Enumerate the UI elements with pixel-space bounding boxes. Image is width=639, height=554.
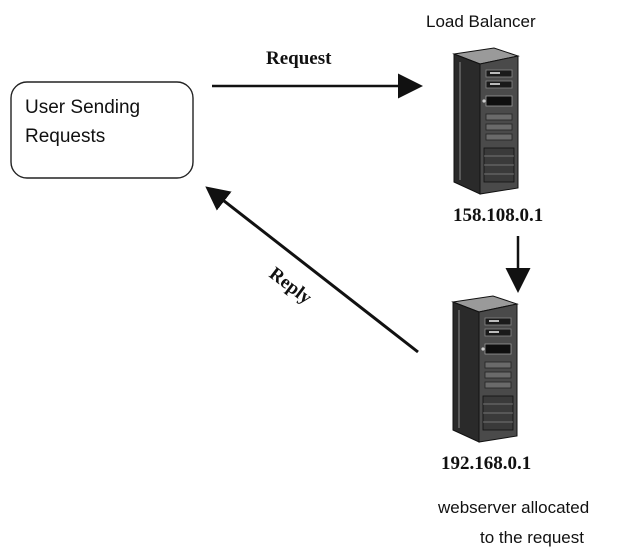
load-balancer-ip: 158.108.0.1 bbox=[453, 205, 543, 226]
reply-arrow: Reply bbox=[205, 186, 419, 354]
webserver-caption-line1: webserver allocated bbox=[437, 498, 589, 517]
user-node: User Sending Requests bbox=[10, 81, 194, 179]
webserver-caption-line2: to the request bbox=[480, 528, 584, 547]
load-balancer-title: Load Balancer bbox=[426, 12, 536, 31]
user-box bbox=[10, 81, 194, 179]
request-arrow: Request bbox=[212, 48, 423, 99]
server-tower-icon bbox=[453, 47, 519, 195]
reply-label: Reply bbox=[265, 263, 316, 309]
webserver-node: 192.168.0.1 webserver allocated to the r… bbox=[437, 295, 589, 547]
request-label: Request bbox=[266, 48, 332, 69]
reply-arrow-line bbox=[205, 186, 419, 354]
webserver-ip: 192.168.0.1 bbox=[441, 453, 531, 474]
user-box-line2: Requests bbox=[25, 126, 105, 147]
load-balancer-node: Load Balancer 158.108.0.1 bbox=[426, 12, 543, 226]
user-box-line1: User Sending bbox=[25, 97, 140, 118]
server-tower-icon bbox=[452, 295, 518, 443]
